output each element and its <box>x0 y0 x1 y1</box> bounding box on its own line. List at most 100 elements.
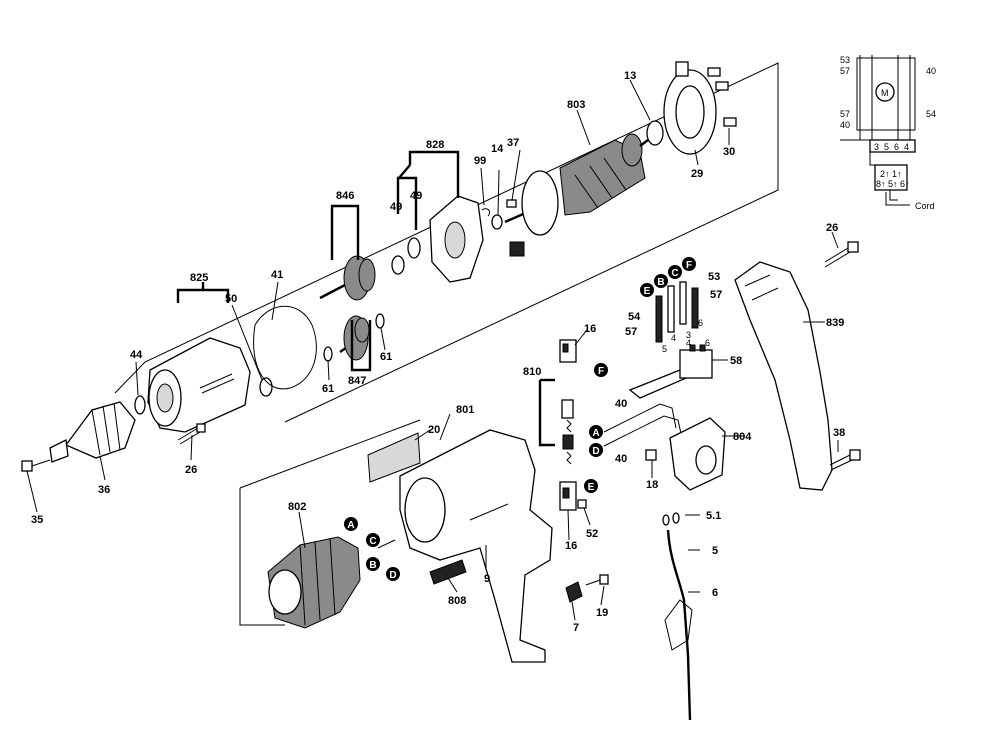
cord-5-6 <box>662 512 693 721</box>
label-839: 839 <box>826 317 844 329</box>
label-801: 801 <box>456 404 474 416</box>
bracket-825 <box>176 288 230 303</box>
connector-b-wire <box>654 274 668 288</box>
terminal-3: 3 <box>686 330 691 340</box>
terminal-6b: 6 <box>705 338 710 348</box>
lower-frame <box>239 488 285 626</box>
key-37 <box>506 199 517 208</box>
chuck-36 <box>49 401 136 463</box>
label-40-b: 40 <box>615 453 627 465</box>
motor-symbol <box>875 82 895 102</box>
terminal-4: 4 <box>671 333 676 343</box>
leader-lines <box>26 79 839 621</box>
connectors: A C B D F E A D E B C F <box>344 257 696 581</box>
label-802: 802 <box>288 501 306 513</box>
wiring-n5: 5 <box>884 142 889 152</box>
gasket-41 <box>253 305 317 390</box>
label-35: 35 <box>31 514 43 526</box>
label-36: 36 <box>98 484 110 496</box>
screw-26-left <box>177 423 206 445</box>
bearing-49-b <box>407 237 421 259</box>
bearing-13 <box>646 120 664 146</box>
lever-58 <box>628 344 713 399</box>
label-99: 99 <box>474 155 486 167</box>
connector-c-wire-label: C <box>671 268 678 279</box>
screw-52 <box>577 499 587 509</box>
terminal-5: 5 <box>662 344 667 354</box>
bracket-828 <box>408 150 460 198</box>
label-29: 29 <box>691 168 703 180</box>
wiring-n3: 3 <box>874 142 879 152</box>
gear-housing-825 <box>147 337 251 433</box>
label-52: 52 <box>586 528 598 540</box>
label-61-b: 61 <box>380 351 392 363</box>
wiring-40-bottom: 40 <box>840 120 850 130</box>
terminal-labels: 5 4 3 6 4 6 <box>662 318 710 354</box>
field-802 <box>267 536 361 629</box>
connector-a-802 <box>344 517 358 531</box>
wiring-53: 53 <box>840 55 850 65</box>
label-61-a: 61 <box>322 383 334 395</box>
bearing-49-a <box>391 255 405 275</box>
lead-40-a <box>603 403 677 433</box>
label-38: 38 <box>833 427 845 439</box>
connector-c-label: C <box>369 536 376 547</box>
brush-16-bottom <box>559 481 577 511</box>
label-808 <box>429 559 467 585</box>
connector-f-wire-label: F <box>686 260 692 271</box>
connector-e-wire-label: E <box>644 286 651 297</box>
bracket-810 <box>538 380 555 447</box>
ring-61-a <box>323 346 333 362</box>
upper-frame <box>114 62 779 423</box>
connector-a-label: A <box>347 520 354 531</box>
label-5-1: 5.1 <box>706 510 721 522</box>
connector-e-label: E <box>588 482 595 493</box>
label-847: 847 <box>348 375 366 387</box>
connector-f-label: F <box>598 366 604 377</box>
label-18: 18 <box>646 479 658 491</box>
label-13: 13 <box>624 70 636 82</box>
label-846: 846 <box>336 190 354 202</box>
ring-44 <box>134 395 146 415</box>
bracket-846 <box>330 204 360 260</box>
label-9: 9 <box>484 573 490 585</box>
connector-b-802 <box>366 557 380 571</box>
brush-810-a <box>561 399 574 419</box>
lead-40-b <box>603 415 683 447</box>
wiring-57-bottom: 57 <box>840 109 850 119</box>
screw-18 <box>645 449 657 461</box>
screw-26-right <box>824 241 859 268</box>
housing-801 <box>399 429 553 663</box>
connector-c-wire <box>668 265 682 279</box>
label-825: 825 <box>190 272 208 284</box>
screw-19 <box>585 574 609 586</box>
label-44: 44 <box>130 349 143 361</box>
label-803: 803 <box>567 99 585 111</box>
plate-29 <box>663 61 717 155</box>
connector-b-label: B <box>369 560 376 571</box>
wiring-cord: Cord <box>915 201 935 211</box>
label-53: 53 <box>708 271 720 283</box>
bracket-847 <box>350 320 372 372</box>
bearing-50 <box>259 377 273 397</box>
gear-shaft-846 <box>319 255 376 301</box>
wiring-54: 54 <box>926 109 936 119</box>
screw-38 <box>829 449 861 471</box>
flange-828 <box>429 195 484 283</box>
label-37: 37 <box>507 137 519 149</box>
label-7: 7 <box>573 622 579 634</box>
wiring-diagram: M <box>840 55 916 206</box>
label-808: 808 <box>448 595 466 607</box>
connector-c-802 <box>366 533 380 547</box>
ring-61-b <box>375 313 385 329</box>
label-6: 6 <box>712 587 718 599</box>
wiring-40-top: 40 <box>926 66 936 76</box>
wiring-bottom-top: 2↑ 1↑ <box>880 169 902 179</box>
label-828: 828 <box>426 139 444 151</box>
gear-847 <box>339 315 370 361</box>
label-5: 5 <box>712 545 718 557</box>
wiring-motor: M <box>881 88 889 98</box>
label-49-b: 49 <box>410 190 422 202</box>
